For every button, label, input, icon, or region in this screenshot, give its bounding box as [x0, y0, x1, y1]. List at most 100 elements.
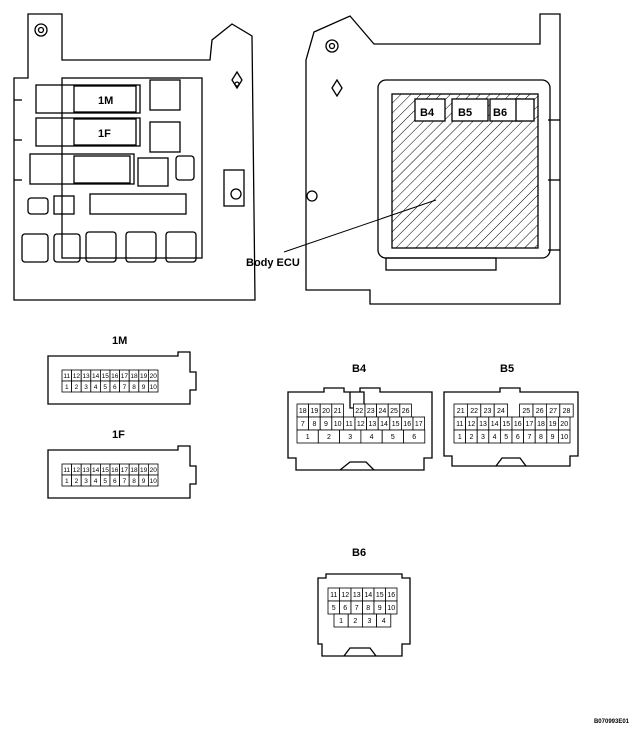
- label-ecu-b5: B5: [458, 107, 472, 119]
- pin-number: 1: [65, 384, 69, 391]
- pin-number: 18: [130, 373, 138, 380]
- pin-cell: [147, 380, 159, 393]
- pin-number: 16: [111, 373, 119, 380]
- pin-number: 19: [549, 421, 557, 428]
- pin-number: 25: [390, 408, 398, 415]
- pin-number: 5: [103, 478, 107, 485]
- pin-number: 26: [536, 408, 544, 415]
- pin-number: 23: [484, 408, 492, 415]
- pin-number: 4: [370, 434, 374, 441]
- pin-number: 8: [132, 384, 136, 391]
- pin-number: 1: [65, 478, 69, 485]
- pin-number: 19: [140, 467, 148, 474]
- pin-number: 17: [121, 467, 129, 474]
- pin-number: 10: [387, 605, 395, 612]
- pin-number: 6: [343, 605, 347, 612]
- body-ecu-label: Body ECU: [246, 257, 300, 269]
- pin-number: 16: [514, 421, 522, 428]
- pin-number: 16: [111, 467, 119, 474]
- pin-number: 7: [301, 421, 305, 428]
- pin-number: 6: [113, 478, 117, 485]
- pin-number: 13: [82, 467, 90, 474]
- pin-number: 15: [102, 373, 110, 380]
- pin-number: 15: [502, 421, 510, 428]
- pin-number: 2: [469, 434, 473, 441]
- pin-number: 9: [142, 384, 146, 391]
- pin-number: 1: [339, 618, 343, 625]
- pin-number: 12: [357, 421, 365, 428]
- pin-number: 16: [387, 592, 395, 599]
- title-1m: 1M: [112, 335, 127, 347]
- label-1f: 1F: [98, 128, 111, 140]
- pin-number: 19: [140, 373, 148, 380]
- pin-number: 24: [379, 408, 387, 415]
- pin-number: 17: [526, 421, 534, 428]
- pin-number: 13: [369, 421, 377, 428]
- pin-number: 20: [150, 467, 158, 474]
- pin-number: 20: [322, 408, 330, 415]
- pin-number: 2: [75, 384, 79, 391]
- pin-number: 11: [63, 467, 70, 474]
- pin-number: 14: [491, 421, 499, 428]
- pin-number: 15: [376, 592, 384, 599]
- label-1m: 1M: [98, 95, 113, 107]
- pin-number: 17: [415, 421, 423, 428]
- junction-block: [13, 13, 256, 301]
- pin-number: 6: [412, 434, 416, 441]
- pin-number: 8: [366, 605, 370, 612]
- pin-number: 13: [82, 373, 90, 380]
- pin-number: 4: [94, 384, 98, 391]
- pin-cell: [558, 429, 571, 444]
- pin-number: 11: [63, 373, 70, 380]
- pin-number: 9: [551, 434, 555, 441]
- pin-number: 28: [563, 408, 571, 415]
- pin-number: 8: [132, 478, 136, 485]
- pin-number: 14: [364, 592, 372, 599]
- pin-number: 4: [94, 478, 98, 485]
- pin-number: 7: [123, 478, 127, 485]
- pin-number: 8: [539, 434, 543, 441]
- pin-number: 15: [102, 467, 110, 474]
- pin-number: 7: [123, 384, 127, 391]
- pin-number: 9: [378, 605, 382, 612]
- pin-number: 13: [479, 421, 487, 428]
- pin-number: 9: [324, 421, 328, 428]
- pin-number: 11: [330, 592, 337, 599]
- pin-number: 14: [380, 421, 388, 428]
- pin-number: 4: [382, 618, 386, 625]
- pin-number: 3: [84, 478, 88, 485]
- pin-number: 3: [368, 618, 372, 625]
- title-b4: B4: [352, 363, 367, 375]
- connector-outlines: [47, 351, 579, 657]
- pin-number: 15: [392, 421, 400, 428]
- pin-number: 14: [92, 373, 100, 380]
- pin-number: 10: [150, 384, 158, 391]
- pin-number: 14: [92, 467, 100, 474]
- title-b5: B5: [500, 363, 514, 375]
- pin-number: 24: [497, 408, 505, 415]
- pin-number: 6: [113, 384, 117, 391]
- ecu-block: [283, 13, 561, 305]
- pin-number: 1: [306, 434, 310, 441]
- pin-number: 2: [353, 618, 357, 625]
- pin-number: 10: [150, 478, 158, 485]
- pin-number: 4: [493, 434, 497, 441]
- pin-number: 8: [312, 421, 316, 428]
- pin-number: 12: [468, 421, 476, 428]
- pin-number: 27: [549, 408, 557, 415]
- pin-number: 16: [403, 421, 411, 428]
- pin-number: 12: [73, 467, 81, 474]
- pin-number: 3: [84, 384, 88, 391]
- pin-number: 12: [73, 373, 81, 380]
- pin-cell: [376, 613, 392, 628]
- pin-number: 2: [75, 478, 79, 485]
- pin-number: 21: [457, 408, 465, 415]
- label-ecu-b6: B6: [493, 107, 507, 119]
- pin-number: 7: [527, 434, 531, 441]
- pin-number: 22: [470, 408, 478, 415]
- pin-number: 26: [402, 408, 410, 415]
- pin-number: 9: [142, 478, 146, 485]
- label-ecu-b4: B4: [420, 107, 435, 119]
